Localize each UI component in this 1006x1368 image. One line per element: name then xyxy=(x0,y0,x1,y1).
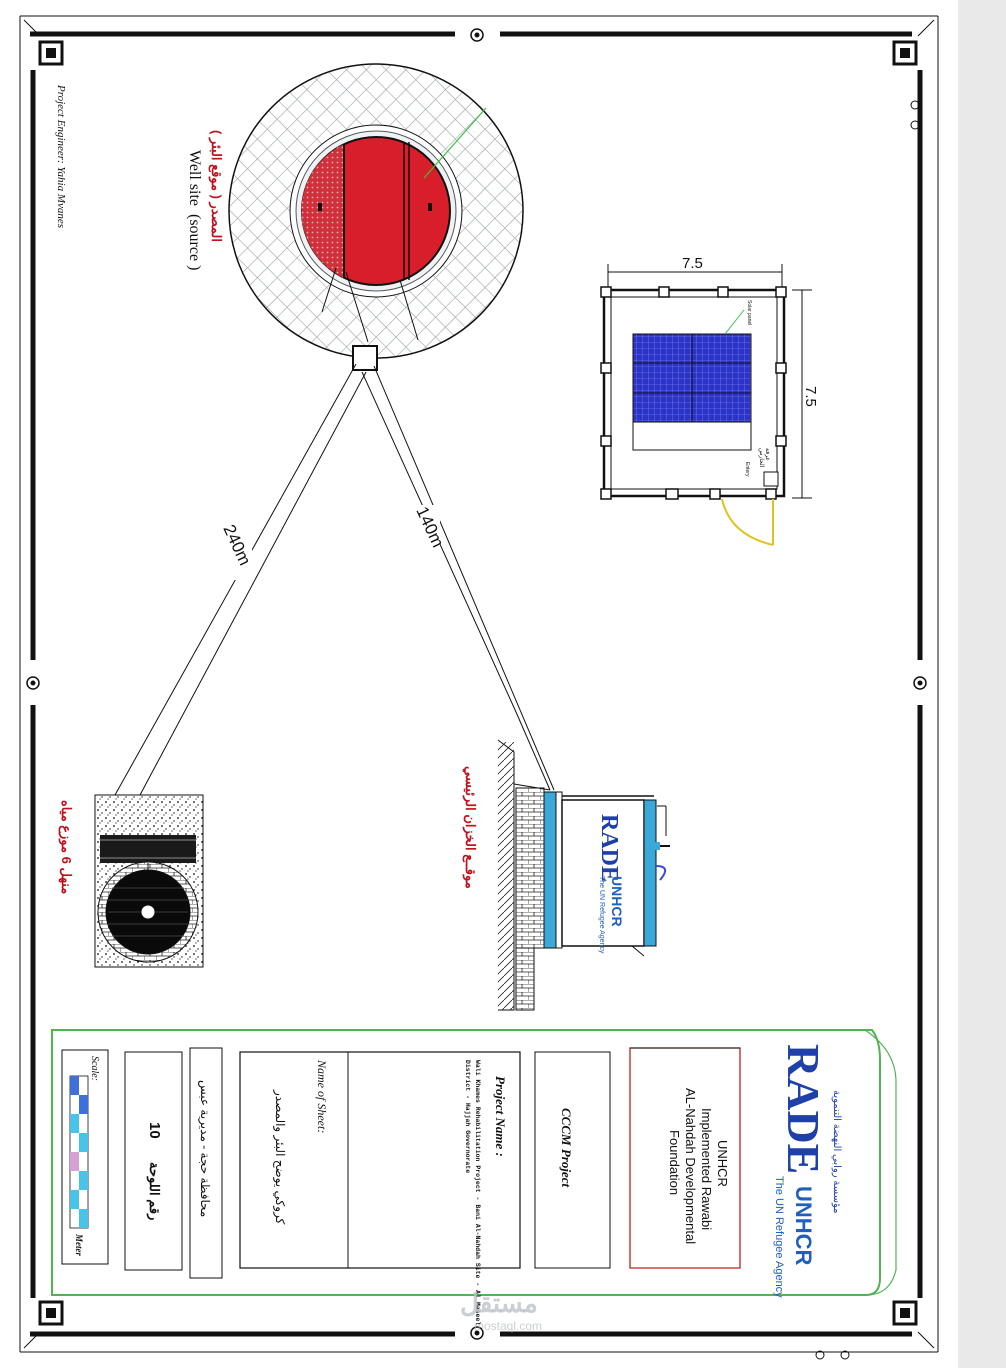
well-label-en-2: (source ) xyxy=(186,214,203,270)
site-plan-drawing: Project Engineer: Yahia Mvanes ( موقع ال… xyxy=(19,15,939,1360)
room-length-dimension: 7.5 xyxy=(802,386,819,407)
title-project-name-text: Wali Khames Rehabilitation Project - Ban… xyxy=(474,1060,481,1325)
title-org-line-1: UNHCR xyxy=(715,1140,730,1187)
solar-panel-label: Solar panel xyxy=(746,300,752,325)
title-project-short: CCCM Project xyxy=(559,1108,574,1187)
title-block xyxy=(51,1029,897,1296)
title-org-line-2: Implemented Rawabi xyxy=(699,1108,714,1230)
main-tank-section xyxy=(497,739,670,1011)
title-project-name-label: Project Name : xyxy=(493,1076,508,1157)
title-scale-label: Scale: xyxy=(89,1056,100,1081)
viewer-side-margin xyxy=(958,0,1006,1368)
sheet-frame xyxy=(19,15,939,1360)
title-project-location: District - Hajjah Governorate xyxy=(464,1060,471,1173)
title-rade-logo: RADE xyxy=(778,1044,829,1174)
title-location-ar: محافظة حجة - مديرية عبس xyxy=(198,1080,212,1217)
tank-unhcr-logo: UNHCR xyxy=(609,876,625,927)
valve-chamber xyxy=(352,345,378,371)
tank-label-ar: موقــع الخزان الرئيسي xyxy=(462,766,478,889)
well-label-en-1: Well site xyxy=(186,150,203,206)
guard-room-label-2: الحارس xyxy=(758,448,765,468)
watermark-arabic: مستقل xyxy=(460,1288,538,1318)
title-sheet-number-ar: رقم اللوحة xyxy=(146,1162,162,1220)
entry-label: Entery xyxy=(744,462,750,477)
well-label-ar: ( موقع البئر ) المصدر xyxy=(208,130,224,242)
title-unhcr-tagline: The UN Refugee Agency xyxy=(773,1176,785,1298)
drawing-sheet: Project Engineer: Yahia Mvanes ( موقع ال… xyxy=(0,0,958,1368)
distribution-label-ar: منهل 6 موزع مياه xyxy=(58,800,74,894)
well-site xyxy=(228,63,524,371)
title-sheet-number: 10 xyxy=(146,1122,163,1139)
title-meter-label: Meter xyxy=(74,1233,84,1256)
title-unhcr-logo: UNHCR xyxy=(791,1186,816,1266)
title-rade-arabic: مؤسسة روابي النهضة التنموية xyxy=(831,1090,842,1214)
title-sheet-name-label: Name of Sheet: xyxy=(315,1059,329,1133)
distribution-manhole xyxy=(94,794,204,968)
guard-room-label-1: غرفة xyxy=(764,448,771,461)
room-width-dimension: 7.5 xyxy=(682,255,703,272)
pipe-lines xyxy=(114,363,555,796)
tank-unhcr-tagline: The UN Refugee Agency xyxy=(598,876,605,954)
engineer-label: Project Engineer: Yahia Mvanes xyxy=(55,84,67,228)
guard-room-plan xyxy=(600,264,812,546)
title-sheet-name-ar: كروكي يوضح البئر والمصدر xyxy=(273,1089,287,1225)
tank-rade-logo: RADE xyxy=(596,814,622,882)
title-org-line-4: Foundation xyxy=(667,1130,682,1195)
watermark-url: mostaql.com xyxy=(474,1319,542,1333)
title-org-line-3: AL-Nahdah Developmental xyxy=(683,1088,698,1244)
